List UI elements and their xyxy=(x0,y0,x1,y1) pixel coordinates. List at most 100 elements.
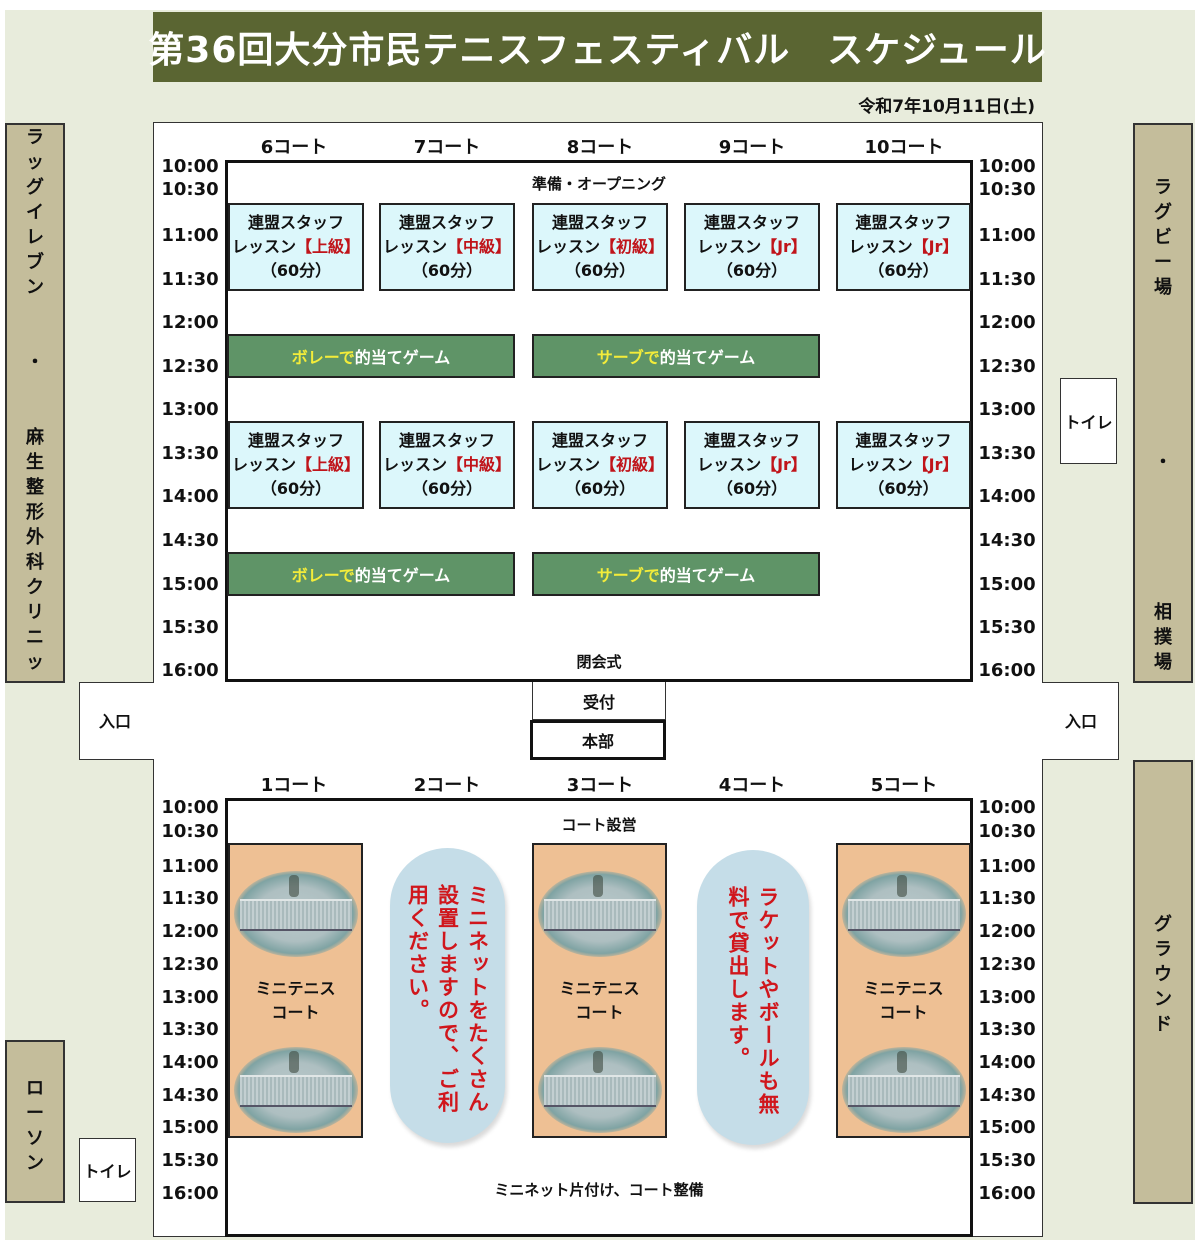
toilet-left: トイレ xyxy=(79,1138,136,1202)
lesson-prefix: レッスン xyxy=(697,455,762,474)
lesson-duration: （60分） xyxy=(411,261,483,280)
facility-char: 外 xyxy=(26,527,44,548)
lesson-level: 【初級】 xyxy=(600,455,665,474)
time-label: 12:00 xyxy=(978,921,1036,942)
time-label: 13:00 xyxy=(978,399,1036,420)
lesson-title: 連盟スタッフ xyxy=(551,213,648,232)
time-label: 11:00 xyxy=(978,856,1036,877)
time-label: 15:30 xyxy=(978,1150,1036,1171)
facility-char: ン xyxy=(26,277,44,298)
court-header-8: 8コート xyxy=(566,137,634,158)
game-name: 的当てゲーム xyxy=(354,566,451,585)
facility-char: ソ xyxy=(26,1128,44,1149)
mini-net-photo xyxy=(841,871,966,957)
time-label: 16:00 xyxy=(161,660,219,681)
time-label: 15:00 xyxy=(978,1117,1036,1138)
target-game-block[interactable]: サーブで的当てゲーム xyxy=(532,552,820,596)
mini-net-photo xyxy=(537,1047,662,1133)
entrance-right[interactable]: 入口 xyxy=(1046,690,1116,750)
time-label: 14:00 xyxy=(161,486,219,507)
facility-char: ブ xyxy=(26,252,44,273)
facility-ground: グラウンド xyxy=(1133,760,1193,1204)
court-header-7: 7コート xyxy=(413,137,481,158)
time-label: 10:00 xyxy=(978,156,1036,177)
lesson-duration: （60分） xyxy=(260,479,332,498)
time-label: 16:00 xyxy=(978,1183,1036,1204)
facility-char: ラ xyxy=(1154,177,1172,198)
mini-tennis-court[interactable]: ミニテニスコート xyxy=(228,843,363,1138)
target-game-block[interactable]: サーブで的当てゲーム xyxy=(532,334,820,378)
time-label: 14:00 xyxy=(978,1052,1036,1073)
notice-mini-nets-text: ミニネットをたくさん設置しますので、ご利用ください。 xyxy=(405,884,490,1114)
game-highlight: ボレーで xyxy=(291,566,355,585)
time-label: 14:00 xyxy=(161,1052,219,1073)
page-title: 第36回大分市民テニスフェスティバル スケジュール xyxy=(148,12,1046,82)
lesson-title: 連盟スタッフ xyxy=(855,213,952,232)
lesson-duration: （60分） xyxy=(868,261,939,280)
lesson-prefix: レッスン xyxy=(382,237,447,256)
facility-char: ド xyxy=(1154,1014,1172,1035)
lesson-block[interactable]: 連盟スタッフレッスン【上級】（60分） xyxy=(228,421,364,509)
lesson-block[interactable]: 連盟スタッフレッスン【上級】（60分） xyxy=(228,203,364,291)
time-label: 16:00 xyxy=(161,1183,219,1204)
court-setup-event: コート設営 xyxy=(561,816,637,834)
facility-char: ラ xyxy=(1154,939,1172,960)
time-label: 11:30 xyxy=(161,888,219,909)
lesson-level: 【上級】 xyxy=(296,237,361,256)
time-label: 13:30 xyxy=(161,443,219,464)
facility-char: 形 xyxy=(26,502,44,523)
lesson-block[interactable]: 連盟スタッフレッスン【Jr】（60分） xyxy=(836,203,971,291)
facility-char: ン xyxy=(26,1153,44,1174)
time-label: 14:30 xyxy=(978,530,1036,551)
headquarters-booth: 本部 xyxy=(530,720,666,760)
facility-char: ラ xyxy=(26,127,44,148)
mini-tennis-court[interactable]: ミニテニスコート xyxy=(532,843,667,1138)
time-label: 11:30 xyxy=(978,269,1036,290)
facility-char: グ xyxy=(1154,914,1172,935)
lesson-title: 連盟スタッフ xyxy=(398,431,495,450)
mini-tennis-court[interactable]: ミニテニスコート xyxy=(836,843,971,1138)
lesson-title: 連盟スタッフ xyxy=(703,431,800,450)
facility-char: ロ xyxy=(26,1078,44,1099)
lesson-block[interactable]: 連盟スタッフレッスン【Jr】（60分） xyxy=(684,203,820,291)
game-name: 的当てゲーム xyxy=(659,566,756,585)
facility-char: ク xyxy=(26,577,44,598)
mini-court-label: ミニテニス xyxy=(863,979,944,998)
lesson-block[interactable]: 連盟スタッフレッスン【Jr】（60分） xyxy=(684,421,820,509)
lesson-duration: （60分） xyxy=(411,479,483,498)
lesson-block[interactable]: 連盟スタッフレッスン【初級】（60分） xyxy=(532,421,668,509)
lesson-prefix: レッスン xyxy=(848,455,913,474)
time-label: 13:00 xyxy=(161,399,219,420)
entrance-left[interactable]: 入口 xyxy=(80,690,150,750)
time-label: 12:00 xyxy=(978,312,1036,333)
lesson-block[interactable]: 連盟スタッフレッスン【中級】 （60分） xyxy=(379,203,515,291)
mini-net-photo xyxy=(233,1047,358,1133)
facility-char: ・ xyxy=(1154,452,1172,473)
facility-lawson: ローソン xyxy=(5,1040,65,1203)
lesson-level: 【Jr】 xyxy=(912,455,959,474)
lesson-level: 【初級】 xyxy=(600,237,665,256)
lesson-title: 連盟スタッフ xyxy=(398,213,495,232)
time-label: 14:30 xyxy=(161,1085,219,1106)
time-label: 11:30 xyxy=(978,888,1036,909)
mini-court-label: ミニテニス xyxy=(559,979,640,998)
lesson-block[interactable]: 連盟スタッフレッスン【初級】（60分） xyxy=(532,203,668,291)
court-header-2: 2コート xyxy=(413,775,481,796)
time-label: 13:00 xyxy=(161,987,219,1008)
facility-char: ー xyxy=(26,1103,44,1124)
lesson-level: 【中級】 xyxy=(447,237,512,256)
lesson-prefix: レッスン xyxy=(382,455,447,474)
lesson-block[interactable]: 連盟スタッフレッスン【中級】（60分） xyxy=(379,421,515,509)
time-label: 10:00 xyxy=(978,797,1036,818)
target-game-block[interactable]: ボレーで的当てゲーム xyxy=(227,552,515,596)
game-highlight: サーブで xyxy=(596,566,660,585)
lesson-block[interactable]: 連盟スタッフレッスン【Jr】（60分） xyxy=(836,421,971,509)
lesson-title: 連盟スタッフ xyxy=(551,431,648,450)
lesson-type: レッスン【上級】 xyxy=(232,453,360,477)
mini-court-label: コート xyxy=(575,1003,624,1022)
court-header-1: 1コート xyxy=(260,775,328,796)
time-label: 12:30 xyxy=(161,356,219,377)
lesson-duration: （60分） xyxy=(868,479,939,498)
lesson-type: レッスン【Jr】 xyxy=(697,453,807,477)
target-game-block[interactable]: ボレーで的当てゲーム xyxy=(227,334,515,378)
